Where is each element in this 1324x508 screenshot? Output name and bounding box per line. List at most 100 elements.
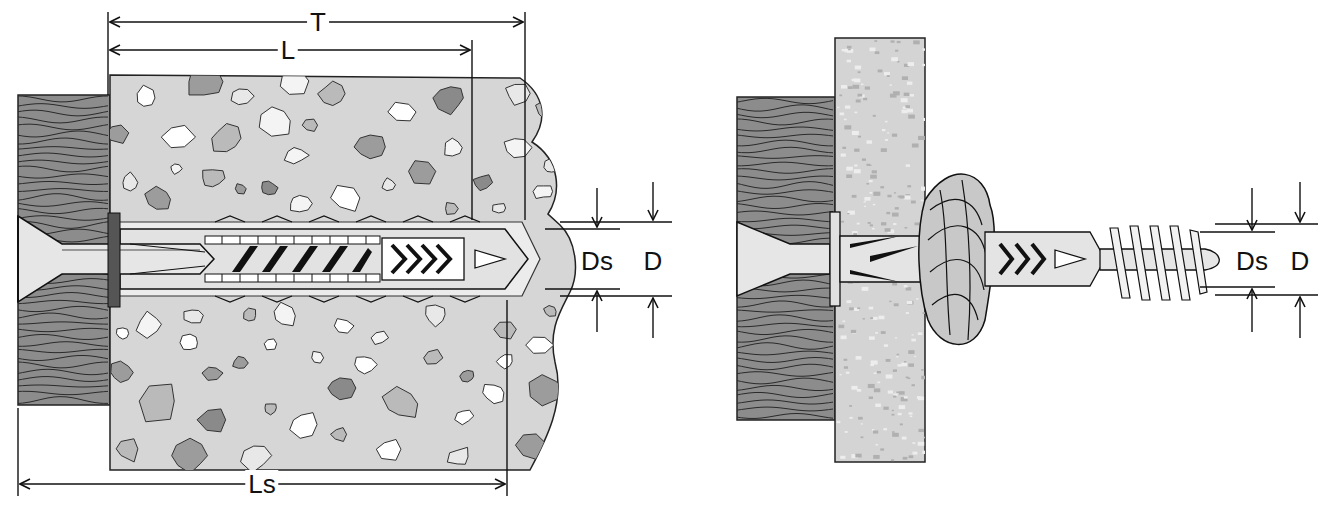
board-speck [906,377,909,379]
grain-line [18,385,108,387]
board-speck [907,185,911,187]
grain-line [737,105,833,111]
board-speck [870,364,874,366]
grain-line [18,342,108,347]
board-speck [886,374,893,378]
screw-part [737,222,830,296]
grain-line [18,124,108,130]
aggregate-stone [197,409,226,432]
board-speck [880,448,884,450]
board-speck [887,132,889,133]
board-speck [870,175,877,179]
board-speck [913,40,920,44]
board-speck [873,430,878,433]
board-speck [858,417,863,420]
aggregate-stone [172,438,208,473]
board-speck [872,170,877,173]
grain-line [737,392,833,397]
grain-line [18,208,108,213]
board-speck [886,212,890,214]
board-speck [921,369,924,371]
board-speck [881,148,887,152]
board-speck [897,41,901,43]
board-speck [897,354,900,356]
grain-line [737,147,833,153]
board-speck [882,129,886,131]
dimension-lines-part [545,288,620,289]
grain-line [737,203,833,208]
dimension-label: Ds [578,247,616,275]
board-texture [837,40,925,461]
grain-line [737,323,833,327]
screw-thread [1100,226,1219,300]
board-speck [915,222,920,225]
board-speck [879,316,885,320]
board-speck [901,98,908,102]
aggregate-stone [473,175,492,191]
grain-line [737,169,833,174]
board-speck [842,321,845,323]
board-speck [872,429,875,431]
aggregate-stone [536,101,557,121]
board-speck [891,57,898,61]
grain-line [737,364,833,370]
wood-block [737,97,835,420]
board-speck [864,206,866,207]
dimension-label: Ds [1233,247,1271,275]
board-speck [877,381,880,383]
board-speck [855,66,861,70]
board-speck [870,317,873,319]
grain-line [18,147,108,150]
board-speck [906,287,912,290]
aggregate-stone [355,357,378,374]
grain-line [18,189,108,192]
plug-body-part [215,296,480,302]
washer [830,212,840,306]
board-speck [841,335,847,339]
grain-line [18,181,108,184]
aggregate-stone [318,81,346,105]
dimension-lines-part [596,291,597,332]
aggregate-stone [331,185,360,211]
dimension-lines-part [545,228,620,229]
board-speck [902,76,908,80]
plug-expanded-part [928,180,986,340]
board-speck [852,195,857,198]
grain-line [18,194,108,201]
board-speck [923,48,925,50]
board-speck [898,196,901,198]
board-speck [869,180,873,182]
plug-body-part [232,246,372,272]
washer-part [108,213,120,307]
grain-line [18,216,108,221]
board-speck [842,49,846,51]
board-speck [886,359,891,362]
grain-line [18,306,108,311]
grain-line [737,385,833,390]
board-speck [866,164,870,166]
board-speck [918,429,923,432]
plug-expanded [840,174,1105,344]
aggregate-stone [371,331,388,344]
board-speck [872,228,875,230]
board-speck [880,186,884,188]
board-speck [893,223,896,225]
dimension-lines-part [524,12,525,220]
aggregate-stone [280,70,309,94]
plug-body-part [205,236,380,244]
aggregate-stone [291,195,313,211]
aggregate-stone [136,311,161,338]
aggregate-stone [202,367,223,380]
board-speck [844,119,847,121]
board-speck [858,94,863,97]
board-speck [904,195,911,199]
board-speck [858,71,861,73]
board-panel-part [835,38,925,462]
grain-line [18,131,108,137]
dimension-lines-part [506,300,507,496]
grain-line [18,362,108,368]
grain-line [737,98,833,103]
grain-line [737,134,833,137]
board-speck [892,283,897,286]
board-speck [876,444,878,445]
